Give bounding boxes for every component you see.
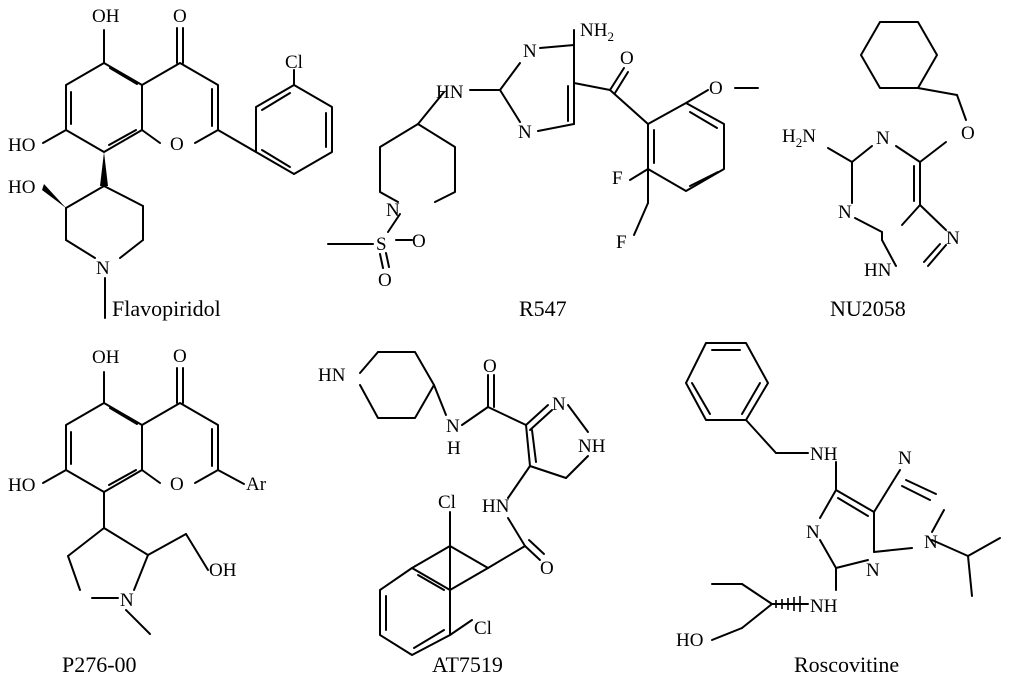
r547-n-top: N	[523, 41, 537, 62]
r547-f1: F	[612, 168, 623, 189]
nu2058-label: NU2058	[830, 296, 906, 321]
roscovitine-n-imid: N	[924, 532, 938, 553]
nu2058-structure: H2N N N N HN O NU2058	[782, 21, 975, 321]
flavopiridol-structure: OH O HO O Cl HO N Flavopiridol	[8, 6, 333, 321]
roscovitine-nh-amine: NH	[810, 596, 838, 617]
nu2058-h2n: H2N	[782, 126, 816, 150]
roscovitine-n-top: N	[898, 448, 912, 469]
p276-ar: Ar	[246, 474, 267, 495]
r547-f2: F	[616, 232, 627, 253]
p276-oh-top: OH	[92, 347, 120, 368]
roscovitine-nh-benzyl: NH	[810, 444, 838, 465]
at7519-o-amide1: O	[483, 356, 497, 377]
r547-o-methoxy: O	[709, 78, 723, 99]
at7519-label: AT7519	[432, 652, 503, 677]
r547-s: S	[376, 234, 387, 255]
at7519-n-amide1: N	[446, 416, 460, 437]
r547-o1: O	[412, 231, 426, 252]
flavopiridol-ring-o: O	[170, 134, 184, 155]
r547-n-bot: N	[518, 122, 532, 143]
p276-structure: OH O HO O Ar N OH P276-00	[8, 346, 267, 677]
at7519-hn-pip: HN	[318, 365, 346, 386]
flavopiridol-ho-pip: HO	[8, 177, 35, 198]
nu2058-n-imid: N	[946, 228, 960, 249]
r547-n-pip: N	[386, 200, 400, 221]
p276-oh-ch2: OH	[209, 560, 237, 581]
nu2058-n-top: N	[876, 128, 890, 149]
flavopiridol-cl: Cl	[285, 52, 303, 73]
at7519-h-amide1: H	[447, 438, 461, 459]
at7519-n-pz1: N	[552, 394, 566, 415]
r547-nh2: NH2	[580, 20, 614, 44]
at7519-nh-pz: NH	[578, 436, 606, 457]
at7519-structure: HN O N H N NH HN O Cl Cl AT7519	[318, 351, 606, 677]
roscovitine-n-left: N	[806, 522, 820, 543]
p276-ring-o: O	[170, 474, 184, 495]
flavopiridol-n: N	[96, 258, 110, 279]
p276-ho-left: HO	[8, 475, 35, 496]
at7519-cl2: Cl	[474, 618, 492, 639]
p276-o-carbonyl: O	[173, 346, 187, 367]
at7519-hn-amide2: HN	[482, 496, 510, 517]
flavopiridol-o-carbonyl: O	[173, 6, 187, 27]
p276-label: P276-00	[62, 652, 137, 677]
at7519-o-amide2: O	[540, 558, 554, 579]
nu2058-o-ether: O	[961, 123, 975, 144]
roscovitine-label: Roscovitine	[794, 652, 899, 677]
flavopiridol-label: Flavopiridol	[112, 296, 221, 321]
nu2058-hn: HN	[864, 260, 892, 281]
r547-hn: HN	[436, 82, 464, 103]
r547-label: R547	[519, 296, 567, 321]
roscovitine-structure: NH N N N N NH HO Roscovitine	[676, 342, 1001, 677]
roscovitine-n-bot: N	[866, 560, 880, 581]
r547-structure: NH2 N N HN O O F F N S O O R547	[327, 20, 759, 321]
at7519-cl1: Cl	[438, 492, 456, 513]
nu2058-n-bot: N	[838, 202, 852, 223]
p276-n: N	[120, 590, 134, 611]
roscovitine-ho: HO	[676, 630, 703, 651]
flavopiridol-oh-top: OH	[92, 6, 120, 27]
r547-o2: O	[378, 270, 392, 291]
flavopiridol-ho-left: HO	[8, 135, 35, 156]
r547-o-ketone: O	[620, 48, 634, 69]
